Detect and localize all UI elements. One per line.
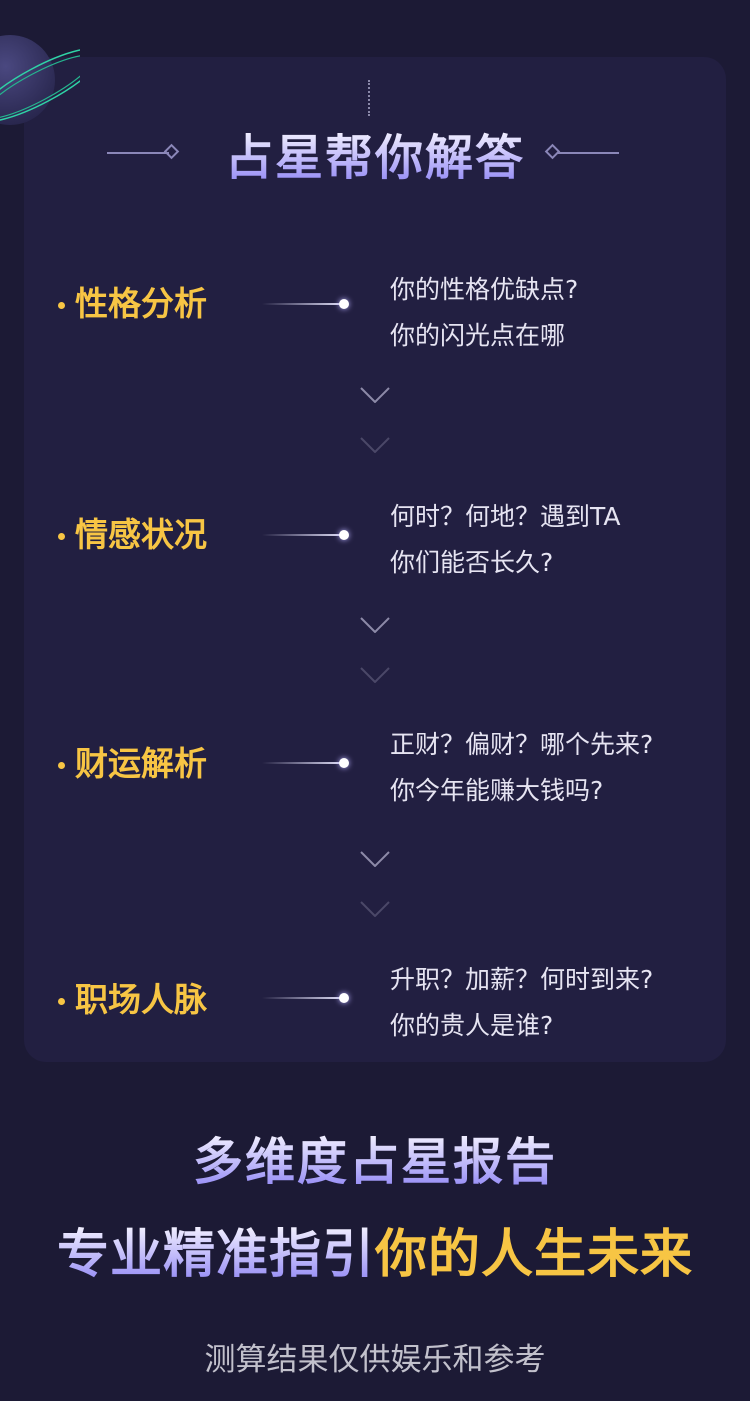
question: 何时？何地？遇到TA — [390, 502, 621, 531]
questions: 升职？加薪？何时到来? 你的贵人是谁? — [390, 957, 653, 1049]
chevron-down-icon — [360, 437, 390, 453]
question: 你的贵人是谁? — [390, 1011, 554, 1040]
section-title-text: 占星帮你解答 — [224, 130, 525, 186]
disclaimer: 测算结果仅供娱乐和参考 — [204, 1342, 546, 1378]
bullet-icon — [58, 762, 65, 769]
planet-icon — [0, 35, 80, 125]
question: 你的闪光点在哪 — [390, 321, 566, 350]
beam-connector — [262, 993, 349, 1003]
chevron-down-icon — [360, 667, 390, 683]
question: 正财？偏财？哪个先来? — [390, 730, 654, 759]
questions: 何时？何地？遇到TA 你们能否长久? — [390, 494, 620, 586]
title-line-right — [557, 152, 619, 154]
question: 升职？加薪？何时到来? — [390, 965, 654, 994]
beam-connector — [262, 530, 349, 540]
bullet-icon — [58, 533, 65, 540]
bullet-icon — [58, 998, 65, 1005]
chevron-down-icon — [360, 387, 390, 403]
section-label: 职场人脉 — [58, 980, 207, 1020]
bullet-icon — [58, 302, 65, 309]
beam-connector — [262, 758, 349, 768]
section-label: 财运解析 — [58, 744, 207, 784]
dotted-divider — [368, 80, 370, 116]
chevron-down-icon — [360, 851, 390, 867]
content-card — [24, 57, 726, 1062]
label-text: 情感状况 — [75, 515, 207, 554]
headline: 多维度占星报告 — [0, 1122, 750, 1194]
label-text: 财运解析 — [75, 744, 207, 783]
subheadline: 专业精准指引你的人生未来 — [0, 1212, 750, 1287]
headline-text: 多维度占星报告 — [193, 1133, 557, 1191]
beam-connector — [262, 299, 349, 309]
section-label: 情感状况 — [58, 515, 207, 555]
subheadline-part1: 专业精准指引 — [56, 1225, 375, 1285]
question: 你的性格优缺点? — [390, 275, 579, 304]
section-title: 占星帮你解答 — [0, 118, 750, 188]
label-text: 职场人脉 — [75, 980, 207, 1019]
chevron-down-icon — [360, 617, 390, 633]
questions: 你的性格优缺点? 你的闪光点在哪 — [390, 267, 578, 359]
subheadline-part2: 你的人生未来 — [375, 1225, 694, 1285]
title-line-left — [107, 152, 169, 154]
chevron-down-icon — [360, 901, 390, 917]
question: 你今年能赚大钱吗? — [390, 776, 604, 805]
questions: 正财？偏财？哪个先来? 你今年能赚大钱吗? — [390, 722, 653, 814]
section-label: 性格分析 — [58, 284, 207, 324]
question: 你们能否长久? — [390, 548, 554, 577]
label-text: 性格分析 — [75, 284, 207, 323]
